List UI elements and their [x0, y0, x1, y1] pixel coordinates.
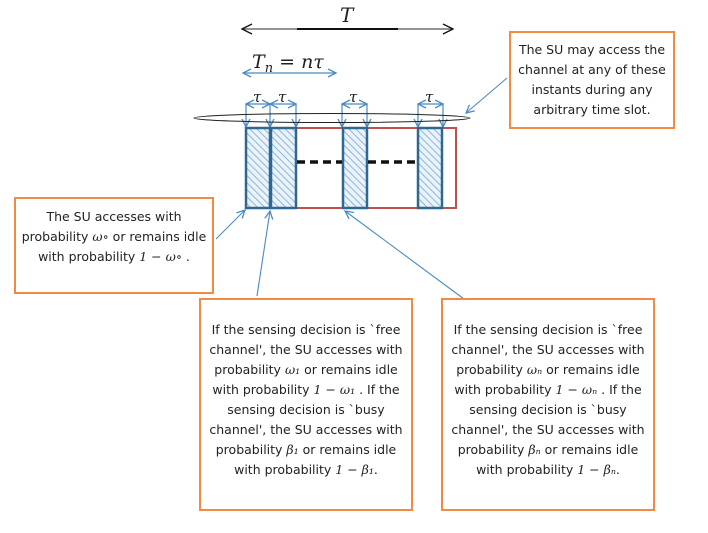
minislot-label-1: τ: [253, 88, 262, 106]
callout-line: channel at any of these: [518, 62, 666, 77]
callout-line: with probability 1 − ωₙ . If the: [454, 382, 642, 397]
minislot-1: [244, 126, 272, 210]
callout-line: probability ωₙ or remains idle: [456, 362, 640, 377]
callout-line: probability ω₁ or remains idle: [214, 362, 398, 377]
math-beta-1: β₁: [286, 442, 299, 457]
access-instant-arrows: [246, 104, 443, 127]
callout-line: sensing decision is `busy: [469, 402, 627, 417]
minislot-label-2: τ: [278, 88, 287, 106]
minislot-label-4: τ: [425, 88, 434, 106]
callout-line: with probability 1 − ω₁ . If the: [212, 382, 400, 397]
math-one-minus-beta-1: 1 − β₁: [335, 462, 374, 477]
minislot-label-3: τ: [349, 88, 358, 106]
callout-line: The SU accesses with: [46, 209, 182, 224]
math-beta-n: βₙ: [528, 442, 541, 457]
frame-duration-label: T: [340, 3, 355, 27]
callout-nth-instant: If the sensing decision is `free channel…: [441, 298, 655, 511]
math-one-minus-omega-0: 1 − ω∘: [139, 249, 182, 264]
minislot-2: [269, 126, 298, 210]
math-one-minus-omega-1: 1 − ω₁: [313, 382, 356, 397]
callout-line: If the sensing decision is `free: [453, 322, 643, 337]
minislot-n: [416, 126, 444, 210]
callout-line: with probability 1 − ω∘ .: [38, 249, 190, 264]
callout-second-instant: If the sensing decision is `free channel…: [199, 298, 413, 511]
callout-line: channel', the SU accesses with: [451, 342, 645, 357]
math-one-minus-beta-n: 1 − βₙ: [577, 462, 616, 477]
math-omega-0: ω∘: [92, 229, 109, 244]
instants-ellipse: [193, 113, 471, 123]
callout-line: channel', the SU accesses with: [209, 422, 403, 437]
callout-line: probability β₁ or remains idle: [215, 442, 397, 457]
callout-line: probability ω∘ or remains idle: [21, 229, 207, 244]
callout-line: If the sensing decision is `free: [211, 322, 401, 337]
sensing-duration-label: Tn = nτ: [252, 51, 324, 76]
callout-access-instants: The SU may access the channel at any of …: [509, 31, 675, 129]
callout-line: The SU may access the: [518, 42, 666, 57]
callout-line: sensing decision is `busy: [227, 402, 385, 417]
callout-first-instant: The SU accesses with probability ω∘ or r…: [14, 197, 214, 294]
callout-pointers: [215, 77, 508, 300]
callout-line: with probability 1 − β₁.: [234, 462, 378, 477]
math-omega-n: ωₙ: [526, 362, 543, 377]
callout-line: with probability 1 − βₙ.: [476, 462, 620, 477]
callout-line: arbitrary time slot.: [533, 102, 651, 117]
callout-line: probability βₙ or remains idle: [457, 442, 639, 457]
math-omega-1: ω₁: [284, 362, 301, 377]
callout-line: channel', the SU accesses with: [209, 342, 403, 357]
callout-line: channel', the SU accesses with: [451, 422, 645, 437]
math-one-minus-omega-n: 1 − ωₙ: [555, 382, 598, 397]
callout-line: instants during any: [531, 82, 653, 97]
minislot-3: [341, 126, 369, 210]
